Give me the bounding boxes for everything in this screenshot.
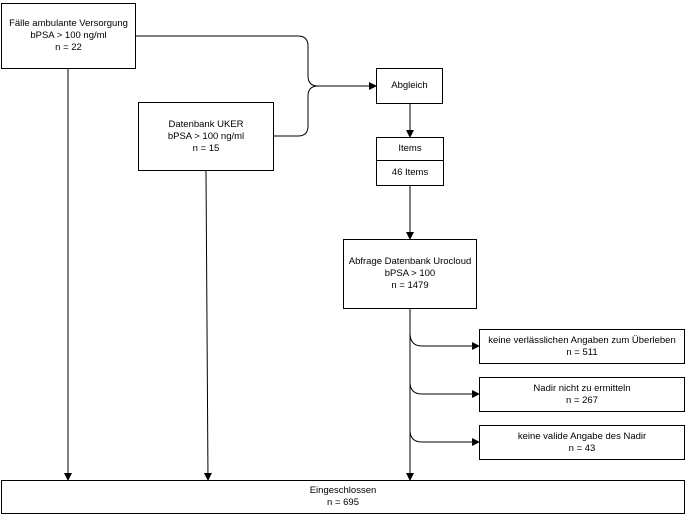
arrow-to-excl1	[409, 332, 480, 350]
arrow-uker-to-included	[203, 170, 212, 481]
box-criteria: bPSA > 100 ng/ml	[167, 130, 245, 142]
box-title: Abfrage Datenbank Urocloud	[348, 256, 472, 267]
exclusion-count: n = 43	[568, 442, 596, 454]
box-title: Fälle ambulante Versorgung	[9, 18, 128, 29]
exclusion-survival-box: keine verlässlichen Angaben zum Überlebe…	[479, 329, 685, 364]
arrow-to-excl3	[409, 429, 480, 446]
box-title: Abgleich	[391, 80, 428, 91]
items-header: Items	[377, 138, 443, 161]
exclusion-reason: keine valide Angabe des Nadir	[517, 430, 647, 442]
exclusion-nadir-box: Nadir nicht zu ermitteln n = 267	[479, 377, 685, 412]
source-ambulant-box: Fälle ambulante Versorgung bPSA > 100 ng…	[1, 3, 136, 69]
items-count: 46 Items	[391, 167, 429, 178]
box-count: n = 15	[192, 142, 220, 154]
exclusion-count: n = 267	[566, 394, 598, 406]
items-box: Items 46 Items	[376, 137, 444, 186]
box-title: Eingeschlossen	[309, 485, 377, 496]
urocloud-box: Abfrage Datenbank Urocloud bPSA > 100 n …	[343, 239, 477, 309]
exclusion-count: n = 511	[566, 346, 598, 358]
arrow-uker-to-abgleich	[274, 85, 319, 137]
box-count: n = 695	[327, 497, 359, 508]
exclusion-reason: Nadir nicht zu ermitteln	[533, 382, 631, 394]
arrow-to-excl2	[409, 381, 480, 398]
included-box: Eingeschlossen n = 695	[1, 480, 685, 514]
exclusion-invalid-nadir-box: keine valide Angabe des Nadir n = 43	[479, 425, 685, 460]
box-count: n = 22	[55, 42, 82, 53]
box-criteria: bPSA > 100 ng/ml	[30, 30, 107, 41]
box-title: Datenbank UKER	[168, 118, 244, 130]
source-uker-box: Datenbank UKER bPSA > 100 ng/ml n = 15	[138, 102, 274, 171]
exclusion-reason: keine verlässlichen Angaben zum Überlebe…	[488, 334, 676, 346]
box-criteria: bPSA > 100	[384, 268, 436, 279]
arrow-ambulant-to-abgleich	[136, 35, 377, 90]
box-count: n = 1479	[391, 280, 429, 291]
abgleich-box: Abgleich	[376, 68, 443, 104]
